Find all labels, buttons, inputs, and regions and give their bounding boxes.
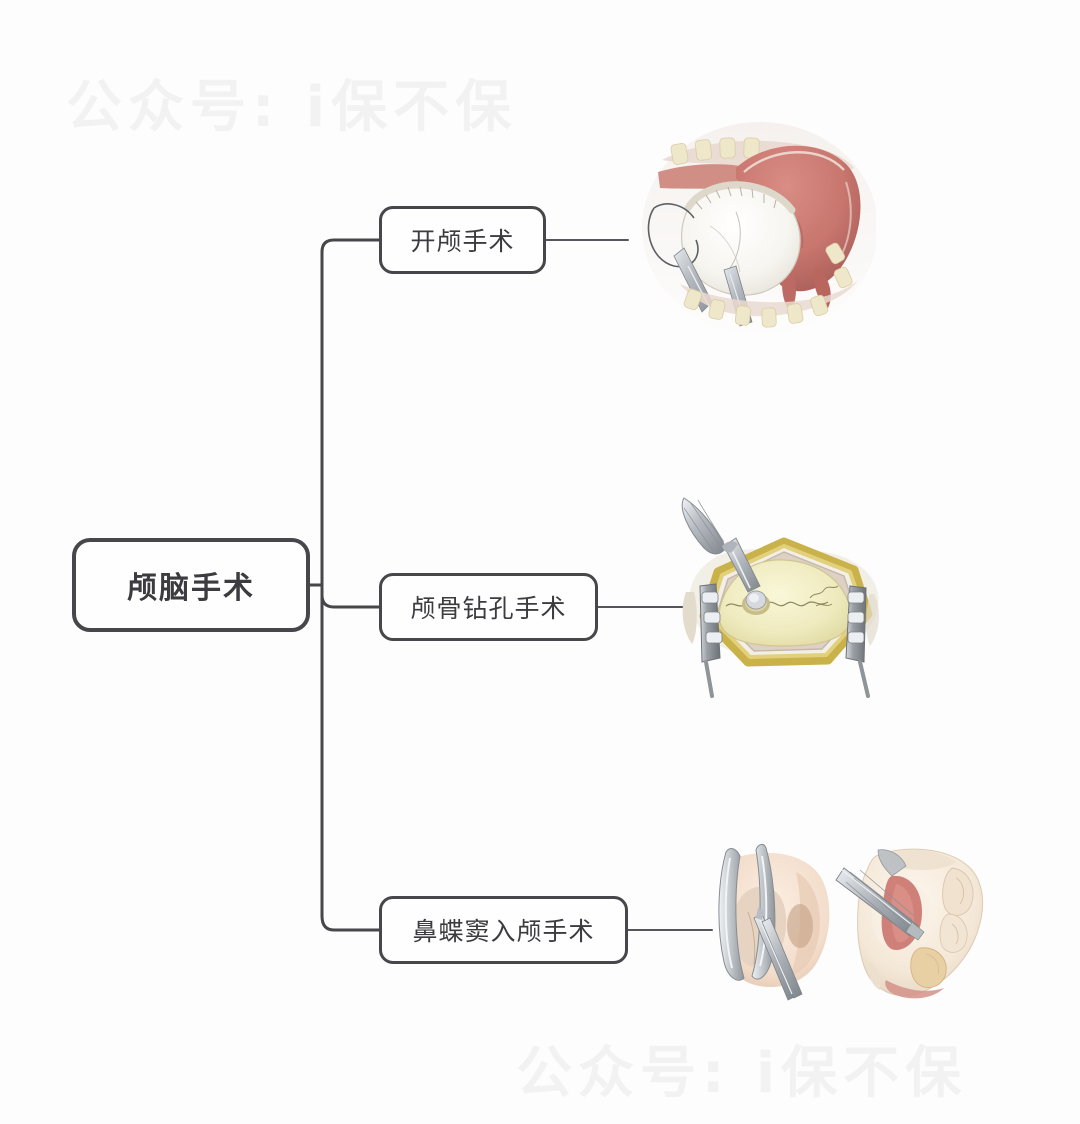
watermark-top: 公众号: i保不保 xyxy=(66,75,518,140)
root-node-cranial-surgery[interactable]: 颅脑手术 xyxy=(72,538,310,632)
branch-node-burr-hole[interactable]: 颅骨钻孔手术 xyxy=(379,573,598,641)
branch-node-transsphenoidal[interactable]: 鼻蝶窦入颅手术 xyxy=(379,896,628,964)
craniotomy-illustration xyxy=(640,116,876,336)
watermark-bottom: 公众号: i保不保 xyxy=(516,1041,968,1106)
transsphenoidal-approach-illustration xyxy=(700,842,986,1006)
branch-node-craniotomy[interactable]: 开颅手术 xyxy=(379,206,546,274)
burr-hole-drilling-illustration xyxy=(678,494,892,700)
